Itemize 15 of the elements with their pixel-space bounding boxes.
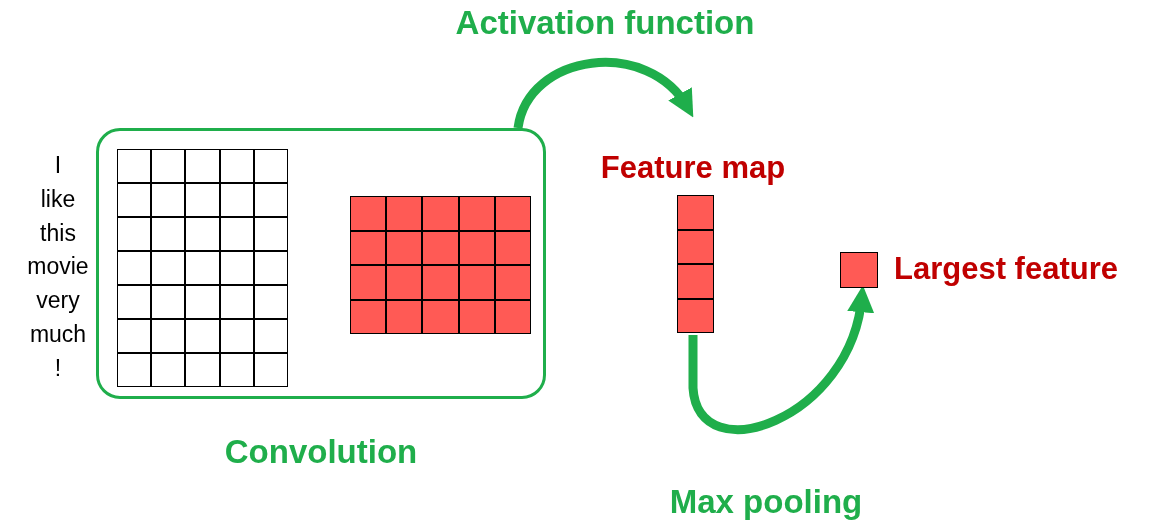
curved-arrow — [513, 58, 695, 130]
node-label: Largest feature — [894, 251, 1119, 287]
word-label: movie — [26, 253, 90, 280]
word-label: much — [28, 321, 88, 347]
word-label: ! — [53, 354, 63, 381]
word-label: this — [39, 219, 77, 246]
word-matrix-grid — [117, 149, 288, 387]
edge-label: Activation function — [454, 4, 756, 42]
word-label: like — [39, 185, 77, 212]
edge-label: Max pooling — [668, 483, 864, 521]
node-label: Convolution — [223, 433, 419, 471]
word-label: very — [35, 287, 81, 314]
word-label: I — [53, 152, 63, 178]
filter-grid — [350, 196, 531, 334]
node-label: Feature map — [599, 150, 787, 186]
